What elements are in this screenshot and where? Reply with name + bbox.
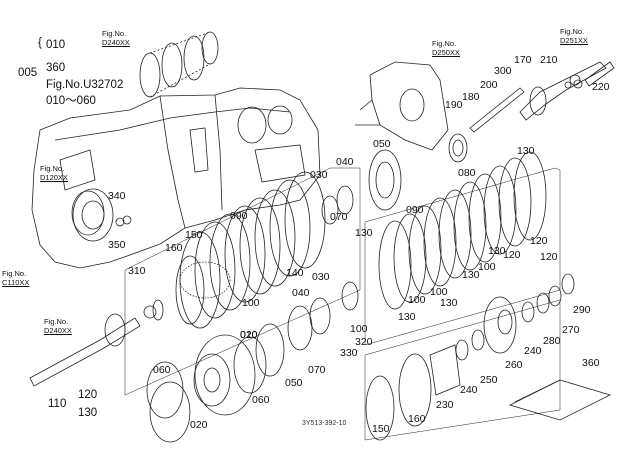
callout-050-bottom[interactable]: 050: [285, 377, 303, 389]
callout-340[interactable]: 340: [108, 190, 126, 202]
callout-090-right[interactable]: 090: [406, 204, 424, 216]
callout-060-left[interactable]: 060: [153, 364, 171, 376]
callout-120-b[interactable]: 120: [503, 249, 521, 261]
right-disc-pack: [378, 151, 547, 310]
callout-360[interactable]: 360: [582, 357, 600, 369]
fig-ref-d240xx-bottom[interactable]: Fig.No.D240XX: [44, 317, 72, 335]
callout-240-b[interactable]: 240: [460, 384, 478, 396]
upper-gear-cluster: [139, 31, 219, 98]
shaft-170: [519, 61, 607, 121]
callout-320[interactable]: 320: [355, 336, 373, 348]
fig-ref-c110xx[interactable]: Fig.No.C110XX: [2, 269, 30, 287]
fig-ref-d251xx[interactable]: Fig.No.D251XX: [560, 27, 588, 45]
block-line-010-060: 010～060: [46, 95, 96, 107]
rear-housing: [369, 61, 449, 151]
block-line-fig-u32702: Fig.No.U32702: [46, 79, 124, 91]
block-line-130: 130: [78, 407, 98, 419]
callout-100-e[interactable]: 100: [408, 294, 426, 306]
block-line-120: 120: [78, 389, 98, 401]
callout-120-a[interactable]: 120: [530, 235, 548, 247]
callout-260[interactable]: 260: [505, 359, 523, 371]
callout-220[interactable]: 220: [592, 81, 610, 93]
callout-100-a[interactable]: 100: [242, 297, 260, 309]
callout-150-bottom[interactable]: 150: [372, 423, 390, 435]
callout-350[interactable]: 350: [108, 239, 126, 251]
callout-130-c[interactable]: 130: [398, 311, 416, 323]
callout-080[interactable]: 080: [458, 167, 476, 179]
callout-200[interactable]: 200: [480, 79, 498, 91]
callout-040-top[interactable]: 040: [336, 156, 354, 168]
callout-010[interactable]: 010: [240, 329, 258, 341]
fig-ref-d240xx-top[interactable]: Fig.No.D240XX: [102, 29, 130, 47]
callout-130-f[interactable]: 130: [488, 245, 506, 257]
fig-ref-d250xx[interactable]: Fig.No.D250XX: [432, 39, 460, 57]
callout-280[interactable]: 280: [543, 335, 561, 347]
callout-070-bottom[interactable]: 070: [308, 364, 326, 376]
callout-160-bottom[interactable]: 160: [408, 413, 426, 425]
callout-290[interactable]: 290: [573, 304, 591, 316]
callout-210[interactable]: 210: [540, 54, 558, 66]
callout-020-bottom[interactable]: 020: [190, 419, 208, 431]
callout-130-d[interactable]: 130: [440, 297, 458, 309]
callout-070-top[interactable]: 070: [330, 211, 348, 223]
diagram-code: 3Y513-392-10: [302, 420, 347, 427]
callout-130-a[interactable]: 130: [355, 227, 373, 239]
callout-090-left[interactable]: 090: [230, 210, 248, 222]
callout-060-bottom[interactable]: 060: [252, 394, 270, 406]
callout-130-b[interactable]: 130: [517, 145, 535, 157]
clutch-drum: [193, 334, 256, 416]
callout-120-c[interactable]: 120: [540, 251, 558, 263]
callout-170[interactable]: 170: [514, 54, 532, 66]
callout-190[interactable]: 190: [445, 99, 463, 111]
block-line-010: 010: [46, 39, 66, 51]
callout-130-e[interactable]: 130: [462, 269, 480, 281]
callout-300[interactable]: 300: [494, 65, 512, 77]
callout-250[interactable]: 250: [480, 374, 498, 386]
callout-140[interactable]: 140: [286, 267, 304, 279]
callout-160-top[interactable]: 160: [165, 242, 183, 254]
callout-050-top[interactable]: 050: [373, 138, 391, 150]
callout-150-top[interactable]: 150: [185, 229, 203, 241]
transmission-case: [31, 87, 321, 269]
callout-030-mid[interactable]: 030: [312, 271, 330, 283]
bracket-open: {: [38, 37, 42, 49]
callout-230[interactable]: 230: [436, 399, 454, 411]
callout-100-b[interactable]: 100: [350, 323, 368, 335]
callout-100-c[interactable]: 100: [430, 286, 448, 298]
callout-100-d[interactable]: 100: [478, 261, 496, 273]
fig-ref-d120xx[interactable]: Fig.No.D120XX: [40, 164, 68, 182]
callout-030-top[interactable]: 030: [310, 169, 328, 181]
callout-180[interactable]: 180: [462, 91, 480, 103]
callout-020-top[interactable]: 020: [240, 329, 258, 341]
block-prefix-110: 110: [48, 398, 67, 410]
input-shaft: [29, 317, 141, 387]
callout-310[interactable]: 310: [128, 265, 146, 277]
shaft-300: [469, 87, 525, 133]
callout-240-a[interactable]: 240: [524, 345, 542, 357]
callout-330[interactable]: 330: [340, 347, 358, 359]
block-prefix-005: 005: [18, 67, 38, 79]
block-line-360: 360: [46, 62, 66, 74]
callout-040-mid[interactable]: 040: [292, 287, 310, 299]
callout-270[interactable]: 270: [562, 324, 580, 336]
